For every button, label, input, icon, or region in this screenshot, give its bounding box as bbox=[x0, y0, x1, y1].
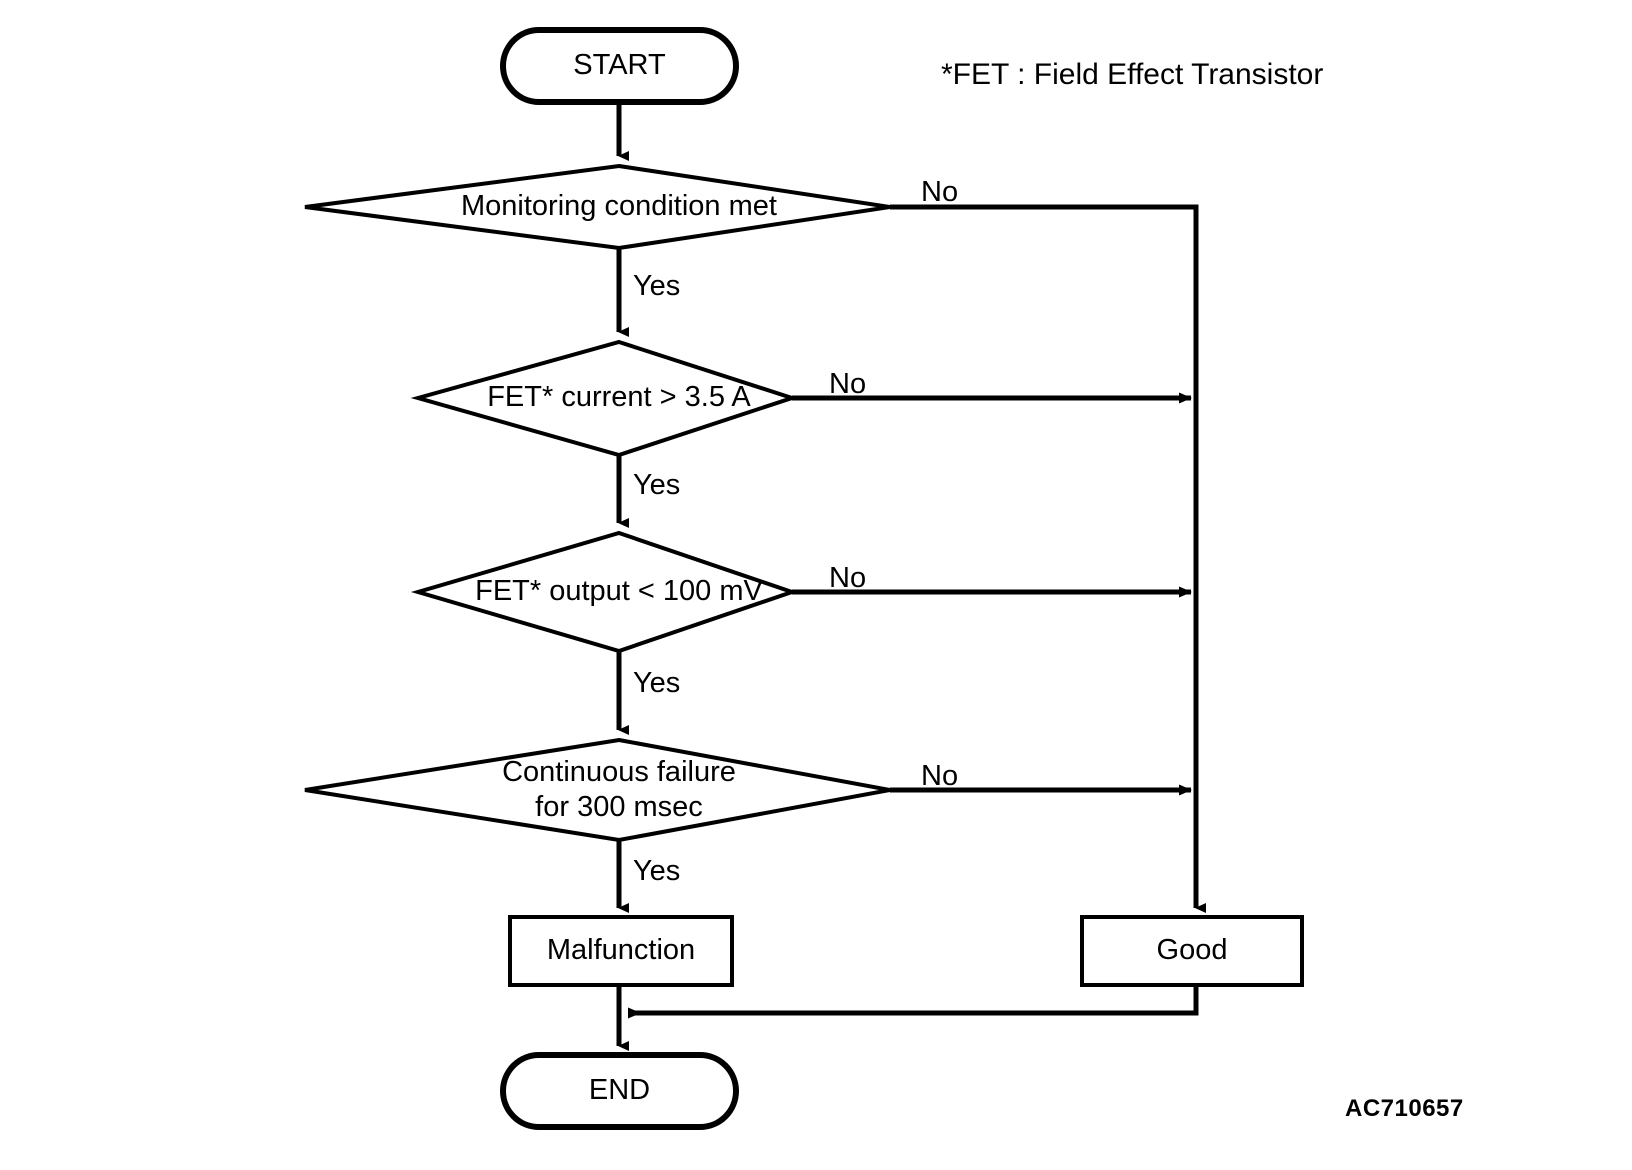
edge-label-decision1-yes: Yes bbox=[633, 270, 681, 302]
edge-label-decision3-yes: Yes bbox=[633, 667, 681, 699]
reference-code: AC710657 bbox=[1345, 1095, 1464, 1122]
node-malfunction-shape bbox=[508, 915, 734, 987]
fet-footnote: *FET : Field Effect Transistor bbox=[941, 58, 1324, 91]
node-end-shape bbox=[500, 1052, 739, 1130]
node-good-shape bbox=[1080, 915, 1304, 987]
node-decision2-shape bbox=[410, 339, 799, 458]
edge-good-to-end bbox=[628, 985, 1199, 1019]
edge-label-decision2-no: No bbox=[829, 368, 867, 400]
edge-label-decision4-yes: Yes bbox=[633, 855, 681, 887]
edge-label-decision4-no: No bbox=[921, 760, 959, 792]
node-decision4-shape bbox=[304, 737, 891, 843]
edge-label-decision3-no: No bbox=[829, 562, 867, 594]
node-start-shape bbox=[500, 27, 739, 105]
node-decision1-shape bbox=[304, 163, 891, 251]
edge-label-decision1-no: No bbox=[921, 176, 959, 208]
edge-decision1-no bbox=[890, 204, 1206, 913]
node-decision3-shape bbox=[410, 530, 799, 654]
edge-label-decision2-yes: Yes bbox=[633, 469, 681, 501]
